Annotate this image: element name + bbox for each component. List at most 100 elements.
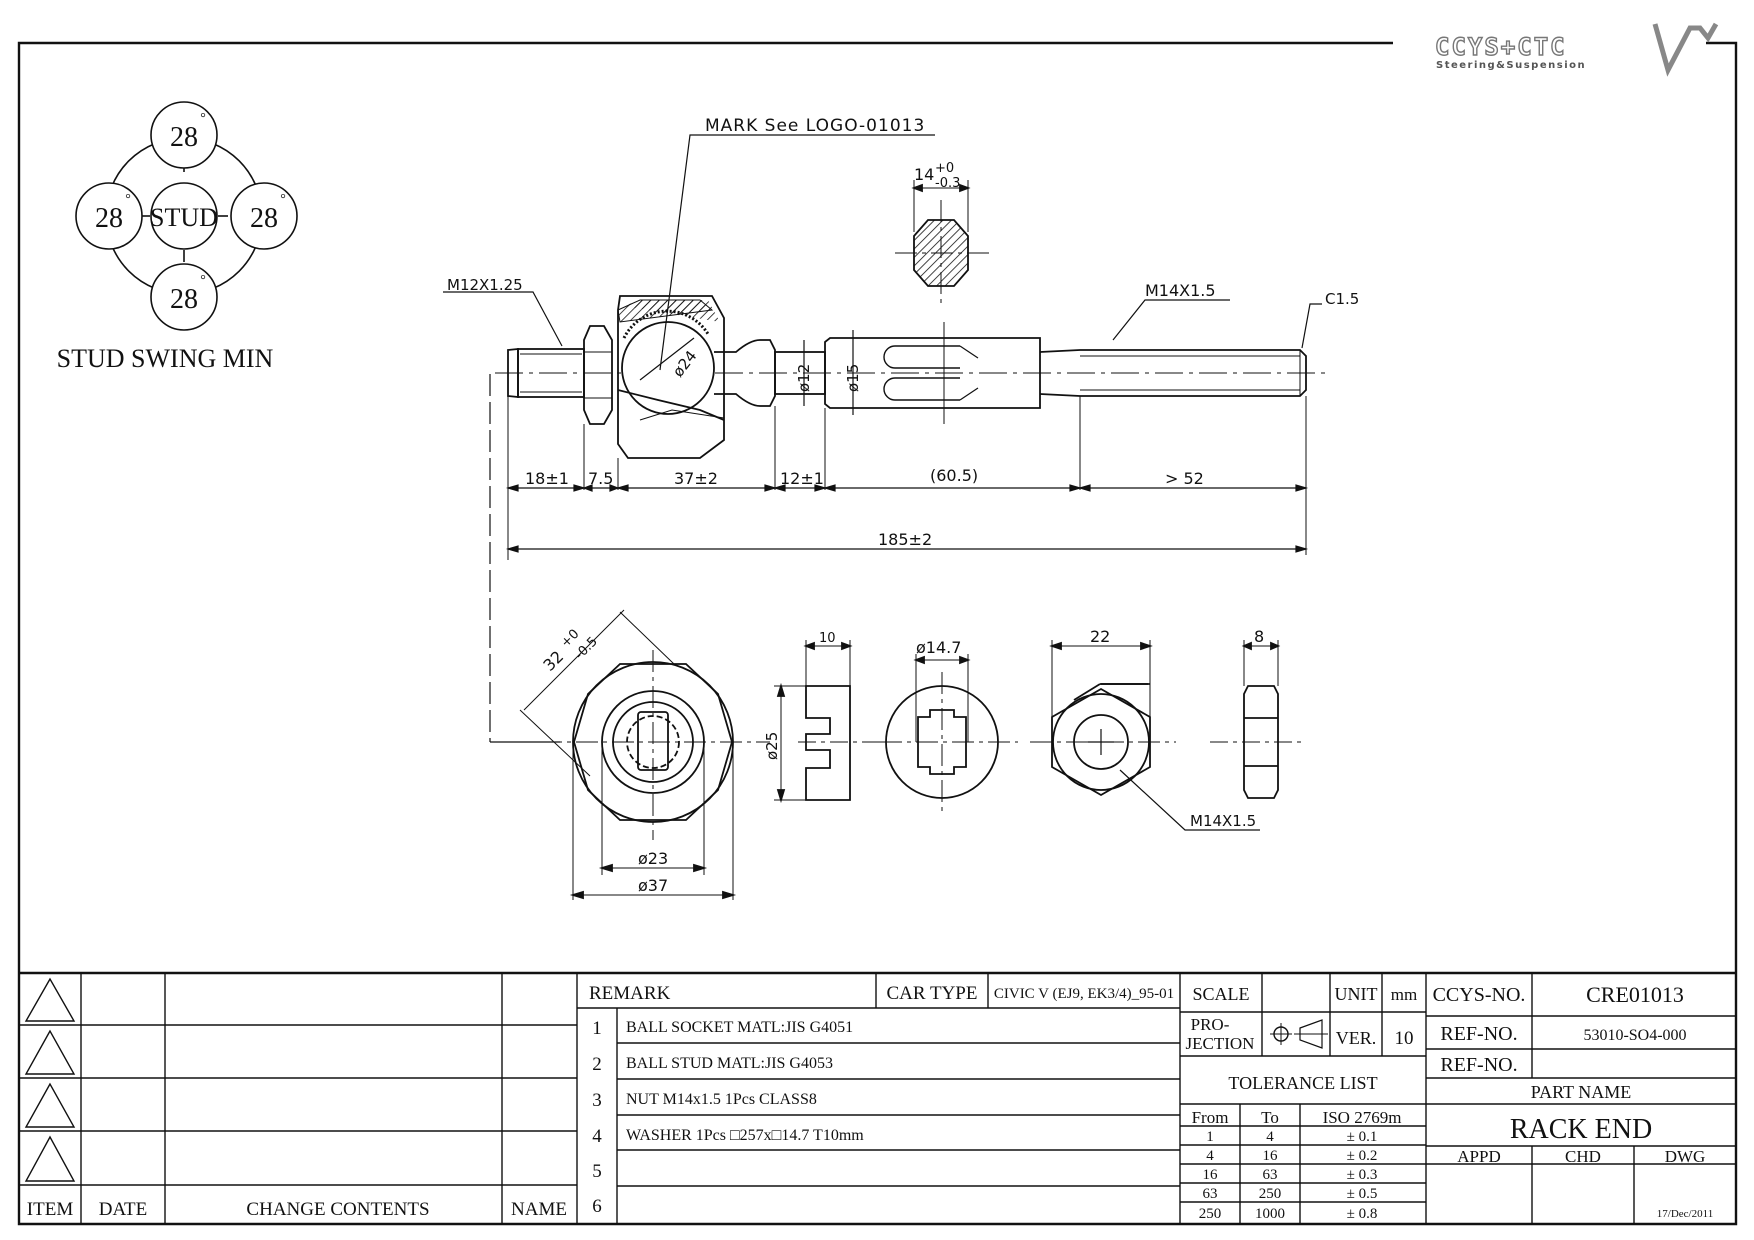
degree-mark: ° <box>200 273 206 288</box>
scale-label: SCALE <box>1192 984 1249 1004</box>
car-type-value: CIVIC V (EJ9, EK3/4)_95-01 <box>994 986 1174 1002</box>
logo-brand: CCYS+CTC <box>1435 33 1567 61</box>
ver-value: 10 <box>1395 1028 1414 1049</box>
ref-no-label-2: REF-NO. <box>1440 1054 1517 1076</box>
tol-header-from: From <box>1192 1108 1229 1127</box>
tolerance-title: TOLERANCE LIST <box>1228 1073 1377 1093</box>
ccys-no-value: CRE01013 <box>1586 982 1684 1007</box>
nut-thickness: 8 <box>1254 627 1264 646</box>
title-block <box>19 971 1736 1224</box>
tol-value: ± 0.8 <box>1347 1206 1378 1222</box>
remark-no: 6 <box>592 1196 602 1217</box>
remark-text: BALL SOCKET MATL:JIS G4051 <box>626 1019 853 1036</box>
dim-housing: 37±2 <box>674 469 718 488</box>
remark-label: REMARK <box>589 983 671 1004</box>
swing-angle-value: 28 <box>170 284 198 315</box>
ref-no-value: 53010-SO4-000 <box>1583 1027 1686 1044</box>
brand-logo: CCYS+CTC Steering&Suspension <box>1434 22 1719 77</box>
nut-thread-spec: M14X1.5 <box>1190 812 1256 830</box>
tol-to: 4 <box>1266 1129 1274 1145</box>
chamfer-spec: C1.5 <box>1325 290 1359 308</box>
tol-to: 250 <box>1259 1186 1282 1202</box>
tol-to: 63 <box>1263 1167 1278 1183</box>
degree-mark: ° <box>280 192 286 207</box>
remark-no: 1 <box>592 1018 602 1039</box>
tol-from: 4 <box>1206 1148 1214 1164</box>
tol-from: 63 <box>1203 1186 1218 1202</box>
rev-header-name: NAME <box>511 1199 567 1220</box>
nut-face-view <box>1030 640 1260 831</box>
remark-no: 3 <box>592 1090 602 1111</box>
tol-to: 1000 <box>1255 1206 1285 1222</box>
swing-angle-value: 28 <box>95 203 123 234</box>
swing-angle-right <box>230 182 298 250</box>
washer-face-view <box>880 654 1018 812</box>
remark-text: WASHER 1Pcs □257x□14.7 T10mm <box>626 1127 864 1144</box>
tol-value: ± 0.5 <box>1347 1186 1378 1202</box>
remark-text: NUT M14x1.5 1Pcs CLASS8 <box>626 1091 817 1108</box>
hex-tol-lower: -0.3 <box>935 176 960 191</box>
projection-label: JECTION <box>1186 1034 1255 1053</box>
swing-angle-bottom <box>150 263 218 331</box>
hex-across-dim: 14 <box>914 165 934 184</box>
rev-header-change: CHANGE CONTENTS <box>246 1199 429 1220</box>
dia-37: ø37 <box>638 876 668 895</box>
car-type-label: CAR TYPE <box>887 983 978 1004</box>
washer-thickness: 10 <box>819 631 836 646</box>
stud-center-circle <box>150 182 218 250</box>
part-name-value: RACK END <box>1510 1114 1652 1145</box>
unit-value: mm <box>1391 985 1417 1004</box>
logo-emblem-icon <box>1652 22 1719 77</box>
hex-tol-upper: +0 <box>935 161 954 176</box>
dwg-label: DWG <box>1665 1147 1706 1166</box>
tol-value: ± 0.3 <box>1347 1167 1378 1183</box>
remark-no: 2 <box>592 1054 602 1075</box>
hex-section-view <box>895 180 990 306</box>
socket-end-view <box>519 609 770 900</box>
rev-header-date: DATE <box>99 1199 148 1220</box>
ccys-no-label: CCYS-NO. <box>1433 984 1526 1006</box>
degree-mark: ° <box>125 192 131 207</box>
tol-from: 250 <box>1199 1206 1222 1222</box>
nut-width: 22 <box>1090 627 1110 646</box>
remark-no: 4 <box>592 1126 602 1147</box>
part-name-label: PART NAME <box>1531 1082 1631 1102</box>
tol-value: ± 0.1 <box>1347 1129 1378 1145</box>
projection-label: PRO- <box>1191 1015 1230 1034</box>
overall-length: 185±2 <box>878 530 932 549</box>
washer-side-view <box>774 640 880 804</box>
dia-14-7: ø14.7 <box>916 638 961 657</box>
tol-from: 1 <box>1206 1129 1214 1145</box>
stud-swing-diagram <box>75 101 298 331</box>
tol-to: 16 <box>1263 1148 1279 1164</box>
dim-stud-length: 18±1 <box>525 469 569 488</box>
logo-tagline: Steering&Suspension <box>1436 60 1586 71</box>
unit-label: UNIT <box>1335 984 1378 1004</box>
rev-header-item: ITEM <box>27 1199 74 1220</box>
ref-no-label: REF-NO. <box>1440 1023 1517 1045</box>
drawing-date: 17/Dec/2011 <box>1657 1208 1713 1220</box>
tol-value: ± 0.2 <box>1347 1148 1378 1164</box>
remark-text: BALL STUD MATL:JIS G4053 <box>626 1055 833 1072</box>
revision-triangle-icon <box>24 977 76 1182</box>
thread-right-spec: M14X1.5 <box>1145 281 1216 300</box>
dia-23: ø23 <box>638 849 668 868</box>
sheet-border <box>17 41 1738 1226</box>
swing-angle-top <box>150 101 218 169</box>
remark-no: 5 <box>592 1161 602 1182</box>
dim-flange: 7.5 <box>588 469 613 488</box>
swing-angle-value: 28 <box>250 203 278 234</box>
appd-label: APPD <box>1457 1147 1500 1166</box>
tol-header-to: To <box>1261 1108 1279 1127</box>
dia-25: ø25 <box>763 732 781 760</box>
neck-diameter: ø12 <box>795 364 813 392</box>
tol-from: 16 <box>1203 1167 1219 1183</box>
mark-note: MARK See LOGO-01013 <box>705 116 925 136</box>
leader-lines <box>443 134 1322 381</box>
swing-caption: STUD SWING MIN <box>57 344 274 373</box>
shaft-diameter: ø15 <box>844 364 862 392</box>
dim-shaft: (60.5) <box>930 466 978 485</box>
swing-angle-value: 28 <box>170 122 198 153</box>
dim-neck: 12±1 <box>780 469 824 488</box>
